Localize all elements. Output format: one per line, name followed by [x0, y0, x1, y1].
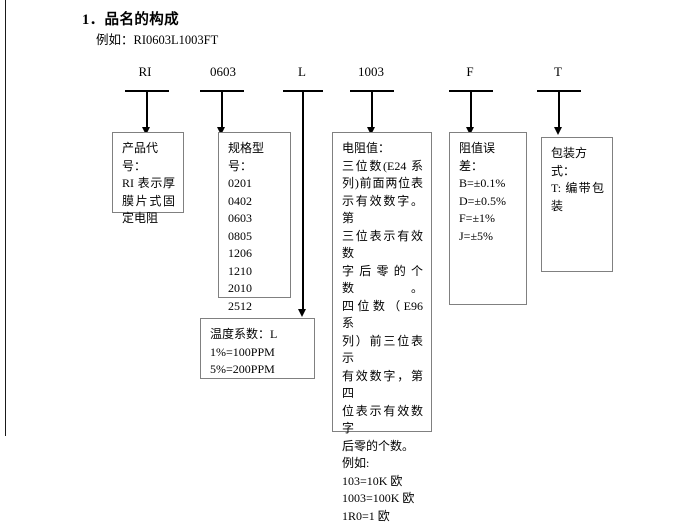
box-size-code-option-1206: 1206 — [228, 246, 252, 260]
box-size-code-option-0805: 0805 — [228, 228, 252, 243]
box-temperature-coefficient-line-1: 1%=100PPM — [210, 344, 275, 359]
segment-label-resistance-value-code: 1003 — [358, 64, 384, 79]
box-tolerance: 阻值误差： B=±0.1% D=±0.5% F=±1% J=±5% — [449, 132, 527, 305]
arrow-resistance-value-code — [350, 90, 394, 136]
box-size-code-heading: 规格型号： — [228, 141, 265, 173]
box-product-code-line-3: 定电阻 — [122, 211, 159, 225]
box-resistance-value-example-2: 1003=100K 欧 — [342, 491, 415, 505]
segment-label-temperature-coefficient-code: L — [298, 64, 306, 79]
arrow-size-code — [200, 90, 244, 136]
arrow-packaging-code — [537, 90, 581, 136]
box-size-code-option-1210: 1210 — [228, 263, 252, 278]
box-packaging-line-2: 装 — [551, 198, 564, 213]
box-packaging-line-1: T: 编带包 — [551, 181, 604, 195]
box-resistance-value-line-9: 位表示有效数字 — [342, 403, 423, 436]
box-size-code-option-2512: 2512 — [228, 298, 252, 313]
page-title: 1．品名的构成 — [82, 12, 180, 28]
box-resistance-value-line-7: 列）前三位表示 — [342, 333, 423, 366]
arrow-tolerance-code — [449, 90, 493, 136]
part-number-example: 例如：RI0603L1003FT — [96, 33, 219, 47]
box-resistance-value-example-1: 103=10K 欧 — [342, 473, 403, 488]
box-packaging: 包装方式： T: 编带包 装 — [541, 137, 613, 272]
arrow-product-code — [125, 90, 169, 136]
box-temperature-coefficient-line-2: 5%=200PPM — [210, 362, 275, 376]
box-size-code-option-0603: 0603 — [228, 211, 252, 225]
page-left-rule — [5, 0, 6, 436]
box-tolerance-heading: 阻值误差： — [459, 141, 496, 173]
box-resistance-value-example-heading: 例如: — [342, 456, 370, 470]
box-product-code-line-2: 膜片式固 — [122, 193, 175, 208]
box-size-code-option-0201: 0201 — [228, 176, 252, 190]
box-temperature-coefficient-heading: 温度系数：L — [210, 327, 278, 341]
box-size-code-option-0402: 0402 — [228, 193, 252, 208]
segment-label-packaging-code: T — [554, 64, 562, 79]
box-packaging-heading: 包装方式： — [551, 146, 588, 178]
box-resistance-value-heading: 电阻值： — [342, 141, 391, 155]
segment-label-product-code: RI — [138, 64, 152, 79]
box-resistance-value-line-1: 三位数(E24 系 — [342, 158, 423, 173]
box-temperature-coefficient: 温度系数：L 1%=100PPM 5%=200PPM — [200, 318, 315, 379]
box-product-code-line-1: RI 表示厚 — [122, 176, 175, 190]
box-resistance-value-line-3: 示有效数字。第 — [342, 193, 423, 226]
box-resistance-value-line-5: 字后零的个数。 — [342, 263, 423, 296]
segment-label-size-code: 0603 — [210, 64, 236, 79]
box-tolerance-option-j: J=±5% — [459, 228, 494, 243]
box-tolerance-option-d: D=±0.5% — [459, 193, 507, 208]
box-product-code: 产品代号： RI 表示厚 膜片式固 定电阻 — [112, 132, 184, 225]
box-tolerance-option-b: B=±0.1% — [459, 176, 506, 190]
box-resistance-value-example-3: 1R0=1 欧 — [342, 508, 390, 523]
box-tolerance-option-f: F=±1% — [459, 211, 496, 225]
box-resistance-value-line-10: 后零的个数。 — [342, 438, 415, 453]
box-resistance-value: 电阻值： 三位数(E24 系 列)前面两位表 示有效数字。第 三位表示有效数 字… — [332, 132, 432, 523]
segment-label-tolerance-code: F — [466, 64, 474, 79]
box-product-code-heading: 产品代号： — [122, 141, 159, 173]
box-resistance-value-line-8: 有效数字，第四 — [342, 368, 423, 401]
box-size-code: 规格型号： 0201 0402 0603 0805 1206 1210 2010… — [218, 132, 291, 313]
box-resistance-value-line-6: 四位数（E96 系 — [342, 298, 426, 331]
arrow-temperature-coefficient-code — [283, 90, 323, 318]
box-resistance-value-line-4: 三位表示有效数 — [342, 228, 423, 261]
box-resistance-value-line-2: 列)前面两位表 — [342, 176, 423, 190]
box-size-code-option-2010: 2010 — [228, 281, 252, 295]
